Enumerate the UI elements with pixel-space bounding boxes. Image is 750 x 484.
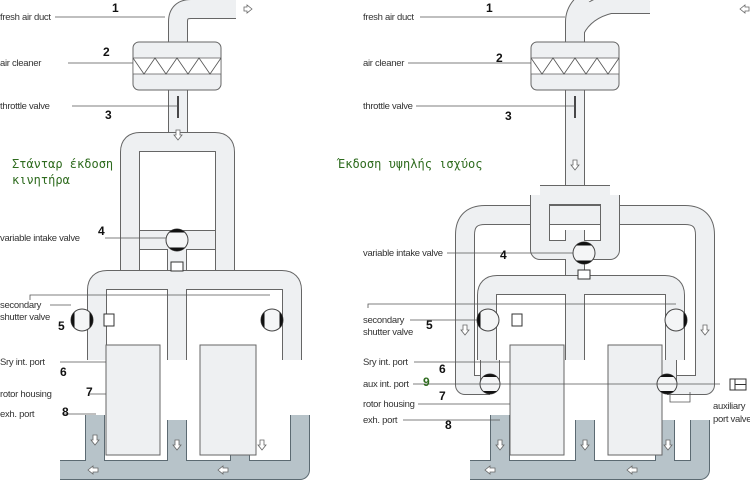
flow-arrow-icon bbox=[495, 439, 505, 451]
high-power-version-title: Έκδοση υψηλής ισχύος bbox=[336, 157, 483, 171]
label-aux-int-port: aux int. port bbox=[363, 379, 409, 390]
label-exh-port: exh. port bbox=[0, 409, 35, 420]
number-8: 8 bbox=[62, 405, 69, 419]
number-3: 3 bbox=[505, 109, 512, 123]
number-6: 6 bbox=[439, 362, 446, 376]
flow-arrow-icon bbox=[570, 159, 580, 171]
flow-arrow-icon bbox=[700, 324, 710, 336]
label-sry-int-port: Sry int. port bbox=[363, 357, 408, 368]
flow-arrow-icon bbox=[257, 439, 267, 451]
number-2: 2 bbox=[496, 51, 503, 65]
flow-arrow-icon bbox=[87, 465, 99, 475]
label-auxiliary: auxiliary bbox=[713, 401, 746, 412]
number-4: 4 bbox=[98, 224, 105, 238]
number-3: 3 bbox=[105, 108, 112, 122]
flow-arrow-icon bbox=[626, 465, 638, 475]
shutter-actuator-icon bbox=[511, 313, 523, 327]
number-8: 8 bbox=[445, 418, 452, 432]
label-sry-int-port: Sry int. port bbox=[0, 357, 45, 368]
flow-arrow-icon bbox=[90, 434, 100, 446]
number-1: 1 bbox=[112, 1, 119, 15]
high-power-engine-diagram: fresh air duct air cleaner throttle valv… bbox=[336, 0, 750, 480]
number-7: 7 bbox=[86, 385, 93, 399]
rotor-housing-right bbox=[199, 344, 257, 456]
label-secondary: secondary bbox=[363, 315, 405, 326]
number-5: 5 bbox=[58, 319, 65, 333]
label-throttle-valve: throttle valve bbox=[363, 101, 413, 112]
secondary-shutter-valve-left-icon bbox=[476, 308, 500, 332]
label-throttle-valve: throttle valve bbox=[0, 101, 50, 112]
number-2: 2 bbox=[103, 45, 110, 59]
label-fresh-air-duct: fresh air duct bbox=[363, 12, 414, 23]
number-1: 1 bbox=[486, 1, 493, 15]
rotor-housing-left bbox=[105, 344, 161, 456]
valve-actuator-icon bbox=[577, 269, 591, 280]
valve-actuator-icon bbox=[170, 261, 184, 272]
label-rotor-housing: rotor housing bbox=[363, 399, 415, 410]
label-variable-intake-valve: variable intake valve bbox=[0, 233, 80, 244]
secondary-shutter-valve-left-icon bbox=[70, 308, 94, 332]
number-6: 6 bbox=[60, 365, 67, 379]
label-fresh-air-duct: fresh air duct bbox=[0, 12, 51, 23]
secondary-shutter-valve-right-icon bbox=[260, 308, 284, 332]
number-5: 5 bbox=[426, 318, 433, 332]
label-rotor-housing: rotor housing bbox=[0, 389, 52, 400]
number-4: 4 bbox=[500, 248, 507, 262]
label-variable-intake-valve: variable intake valve bbox=[363, 248, 443, 259]
variable-intake-valve-icon bbox=[165, 228, 189, 252]
flow-arrow-icon bbox=[173, 129, 183, 141]
shutter-actuator-icon bbox=[103, 313, 115, 327]
label-shutter-valve: shutter valve bbox=[363, 327, 413, 338]
label-exh-port: exh. port bbox=[363, 415, 398, 426]
secondary-shutter-valve-right-icon bbox=[664, 308, 688, 332]
standard-version-subtitle: κινητήρα bbox=[12, 173, 70, 187]
standard-engine-diagram: fresh air duct air cleaner throttle valv… bbox=[0, 0, 310, 480]
flow-arrow-icon bbox=[243, 4, 253, 14]
standard-version-title: Στάνταρ έκδοση bbox=[12, 157, 113, 171]
flow-arrow-icon bbox=[217, 465, 229, 475]
number-7: 7 bbox=[439, 389, 446, 403]
label-secondary: secondary bbox=[0, 300, 42, 311]
rotor-housing-right bbox=[607, 344, 663, 456]
flow-arrow-icon bbox=[484, 465, 496, 475]
flow-arrow-icon bbox=[460, 324, 470, 336]
label-air-cleaner: air cleaner bbox=[0, 58, 41, 69]
flow-arrow-icon bbox=[580, 439, 590, 451]
label-air-cleaner: air cleaner bbox=[363, 58, 404, 69]
label-shutter-valve: shutter valve bbox=[0, 312, 50, 323]
rotor-housing-left bbox=[509, 344, 565, 456]
flow-arrow-icon bbox=[739, 4, 750, 14]
flow-arrow-icon bbox=[663, 439, 673, 451]
variable-intake-valve-icon bbox=[572, 241, 596, 265]
label-port-valve: port valve bbox=[713, 414, 750, 425]
number-9: 9 bbox=[423, 375, 430, 389]
flow-arrow-icon bbox=[172, 439, 182, 451]
